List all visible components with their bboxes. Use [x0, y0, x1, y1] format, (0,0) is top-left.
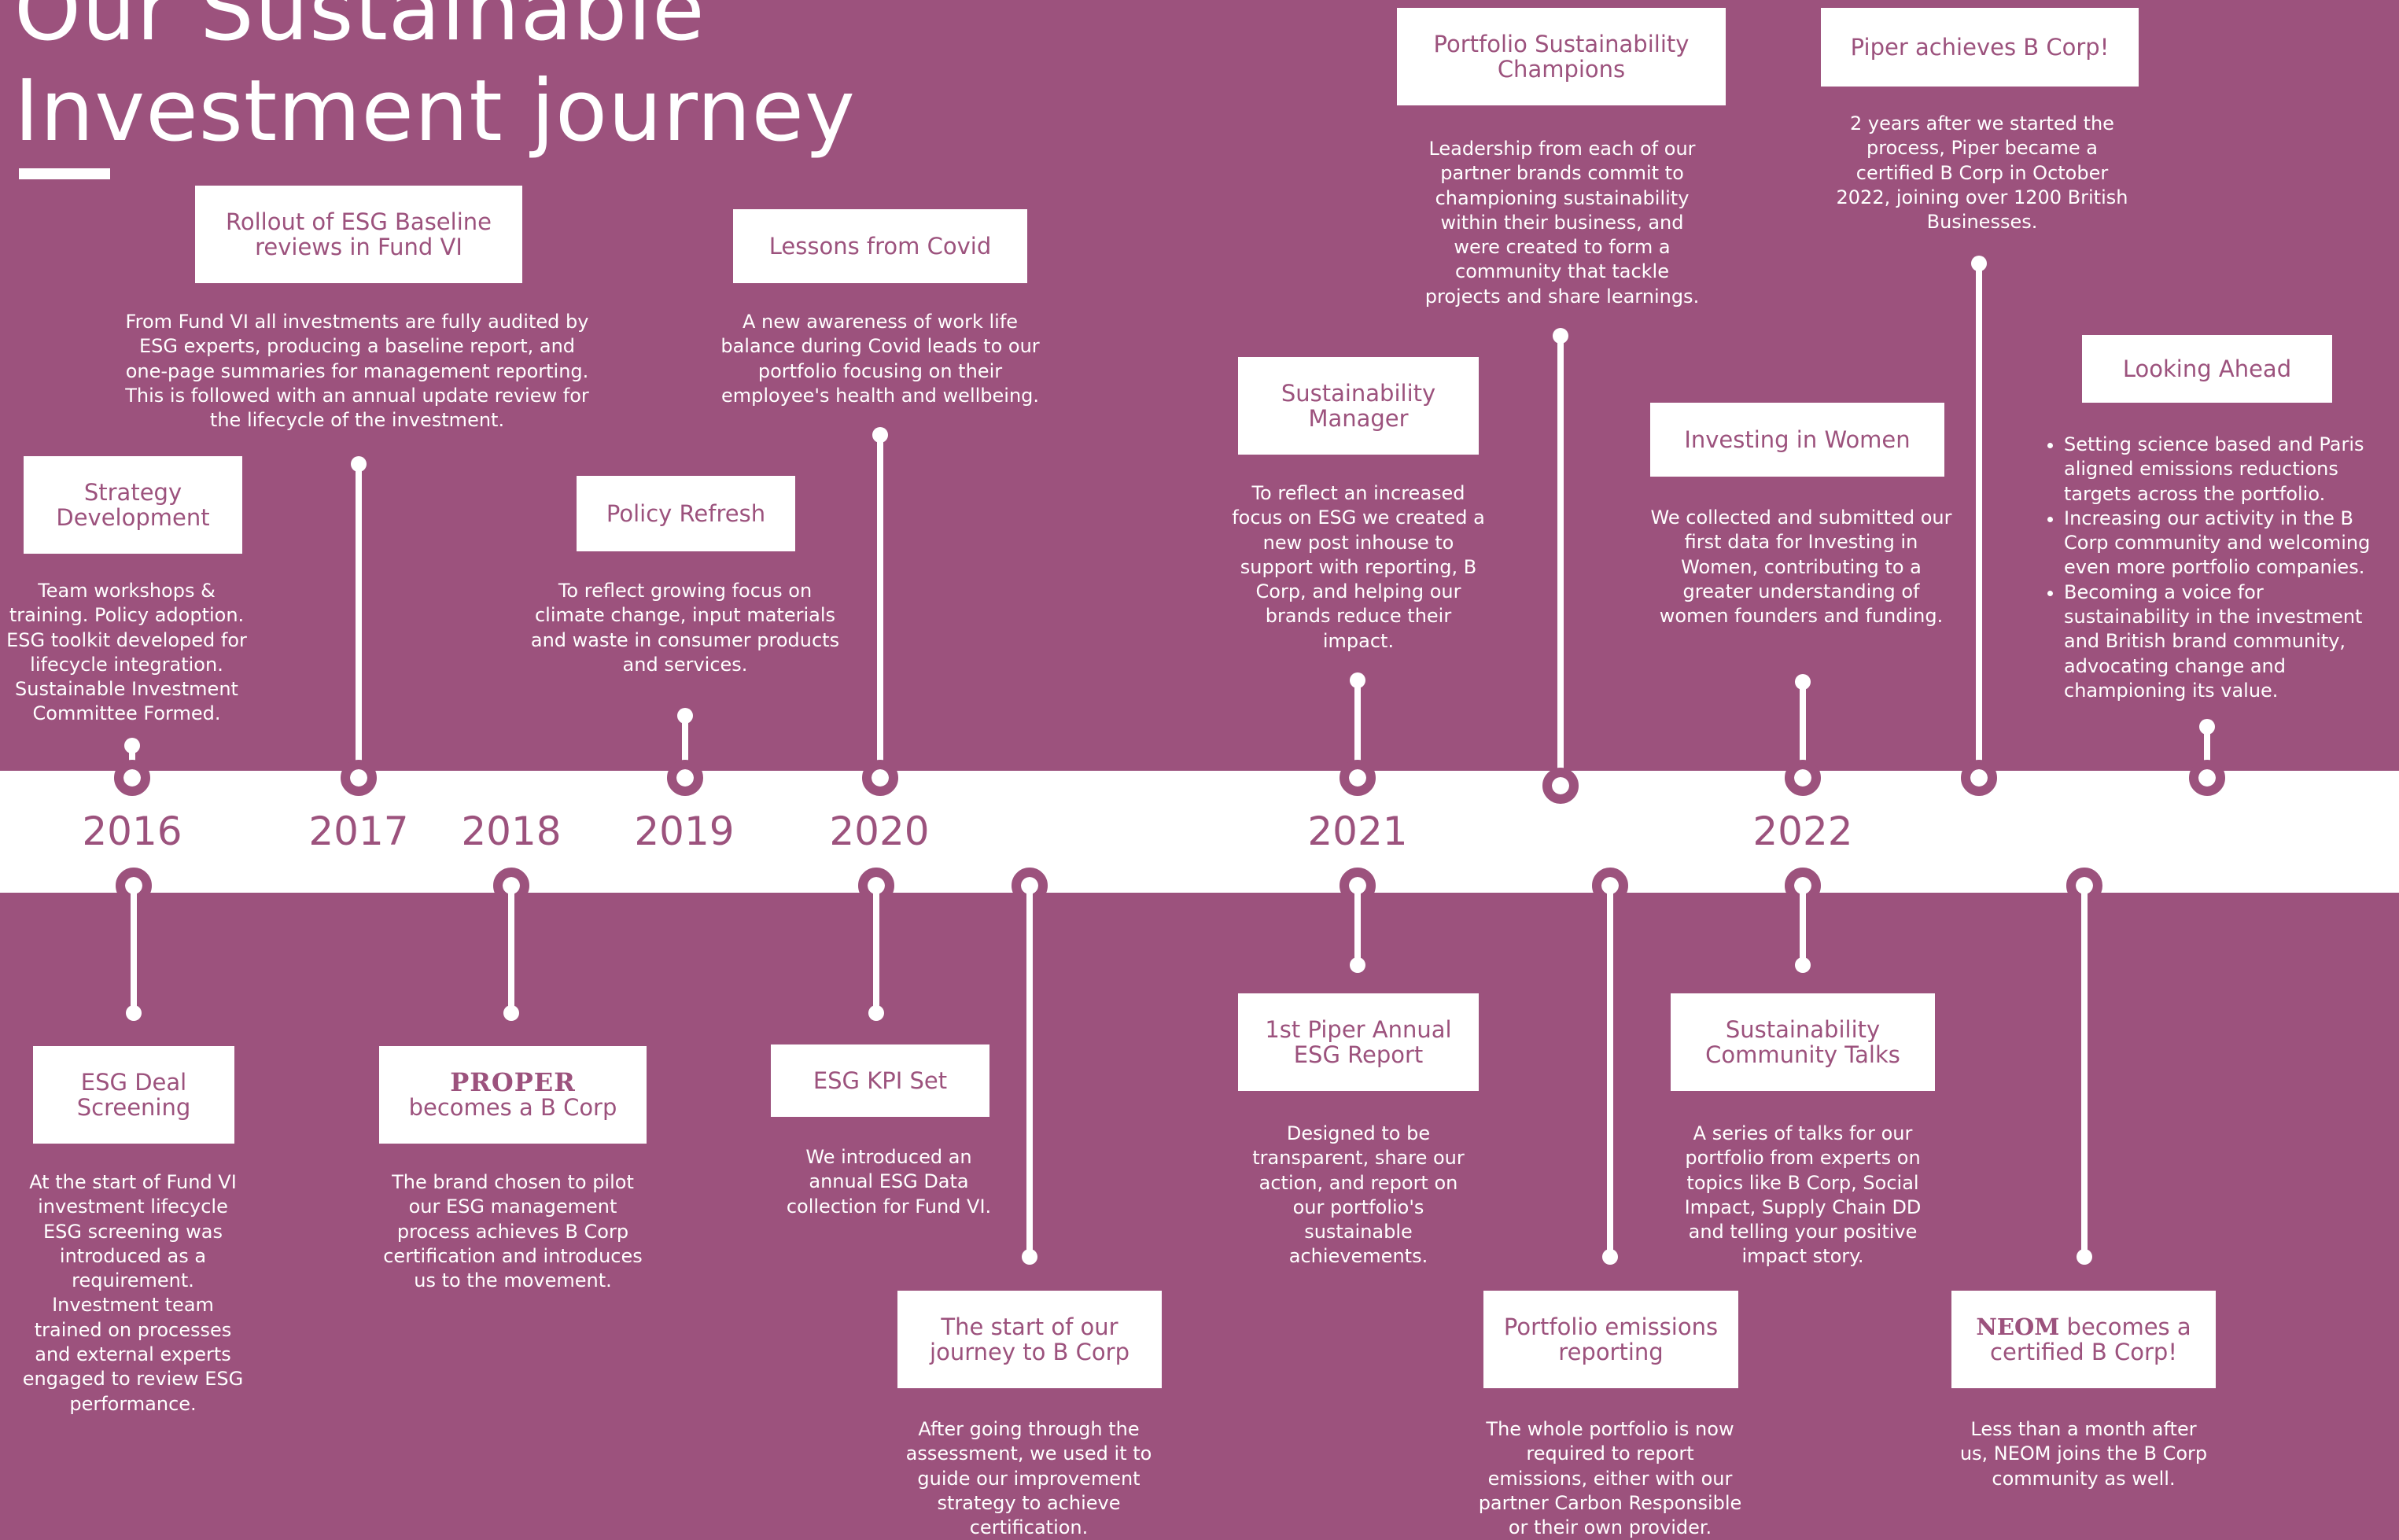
year-2018: 2018: [461, 809, 562, 854]
neom-title-text: becomes a certified B Corp!: [1990, 1313, 2191, 1365]
milestone-women-title: Investing in Women: [1650, 403, 1944, 477]
milestone-ahead-title: Looking Ahead: [2082, 335, 2332, 403]
connector-dot: [1350, 957, 1365, 973]
connector-stem: [1026, 886, 1033, 1257]
milestone-rollout-text: From Fund VI all investments are fully a…: [125, 311, 589, 432]
milestone-kpi-text: We introduced an annual ESG Data collect…: [786, 1146, 992, 1218]
milestone-ahead-text: Setting science based and Paris aligned …: [2028, 433, 2374, 703]
page-title: Our Sustainable Investment journey: [14, 0, 856, 162]
connector-stem: [1800, 886, 1806, 964]
milestone-covid-title: Lessons from Covid: [733, 209, 1027, 283]
timeline-node: [341, 760, 377, 796]
milestone-screening-text: At the start of Fund VI investment lifec…: [22, 1171, 244, 1415]
milestone-annual-report-title: 1st Piper Annual ESG Report: [1238, 993, 1479, 1091]
milestone-talks-text: A series of talks for our portfolio from…: [1684, 1122, 1922, 1268]
connector-stem: [356, 464, 362, 776]
timeline-node: [1961, 760, 1997, 796]
ahead-bullet: Increasing our activity in the B Corp co…: [2064, 507, 2374, 580]
connector-dot: [503, 1005, 519, 1021]
milestone-proper-text: The brand chosen to pilot our ESG manage…: [383, 1171, 643, 1292]
milestone-strategy-text: Team workshops & training. Policy adopti…: [6, 580, 247, 725]
connector-stem: [1354, 680, 1361, 776]
connector-dot: [1602, 1249, 1618, 1265]
connector-stem: [1800, 682, 1806, 776]
year-2021: 2021: [1307, 809, 1408, 854]
timeline-band: [0, 771, 2399, 893]
milestone-policy-title: Policy Refresh: [577, 476, 795, 551]
year-2020: 2020: [829, 809, 930, 854]
connector-stem: [682, 716, 688, 776]
milestone-screening-title: ESG Deal Screening: [33, 1046, 234, 1144]
milestone-emissions-title: Portfolio emissions reporting: [1483, 1291, 1738, 1388]
milestone-rollout-title: Rollout of ESG Baseline reviews in Fund …: [195, 186, 522, 283]
milestone-kpi-title: ESG KPI Set: [771, 1044, 989, 1117]
timeline-node: [493, 868, 529, 904]
connector-dot: [868, 1005, 884, 1021]
milestone-proper-title: PROPER becomes a B Corp: [379, 1046, 647, 1144]
connector-stem: [873, 886, 879, 1011]
milestone-manager-title: Sustainability Manager: [1238, 357, 1479, 455]
milestone-piper-bcorp-title: Piper achieves B Corp!: [1821, 8, 2139, 87]
connector-stem: [1976, 263, 1982, 776]
connector-stem: [131, 886, 137, 1011]
connector-stem: [2081, 886, 2088, 1257]
timeline-node: [1542, 768, 1579, 804]
milestone-manager-text: To reflect an increased focus on ESG we …: [1232, 482, 1485, 652]
year-2022: 2022: [1752, 809, 1853, 854]
title-line-2: Investment journey: [14, 62, 856, 160]
year-2016: 2016: [82, 809, 182, 854]
connector-stem: [1354, 886, 1361, 964]
timeline-node: [2189, 760, 2225, 796]
connector-stem: [1607, 886, 1613, 1257]
timeline-node: [862, 760, 898, 796]
timeline-node: [114, 760, 150, 796]
milestone-neom-title: NEOM becomes a certified B Corp!: [1951, 1291, 2216, 1388]
proper-title-text: becomes a B Corp: [408, 1094, 617, 1121]
milestone-women-text: We collected and submitted our first dat…: [1650, 507, 1952, 628]
milestone-policy-text: To reflect growing focus on climate chan…: [530, 580, 840, 676]
milestone-champions-text: Leadership from each of our partner bran…: [1424, 138, 1700, 308]
year-2019: 2019: [634, 809, 735, 854]
milestone-emissions-text: The whole portfolio is now required to r…: [1478, 1418, 1742, 1539]
connector-dot: [1795, 957, 1811, 973]
milestone-start-bcorp-text: After going through the assessment, we u…: [905, 1418, 1152, 1539]
milestone-talks-title: Sustainability Community Talks: [1671, 993, 1935, 1091]
ahead-bullet: Becoming a voice for sustainability in t…: [2064, 580, 2374, 703]
connector-dot: [126, 1005, 142, 1021]
connector-dot: [1022, 1249, 1037, 1265]
milestone-champions-title: Portfolio Sustainability Champions: [1397, 8, 1726, 105]
milestone-annual-report-text: Designed to be transparent, share our ac…: [1252, 1122, 1465, 1268]
neom-logo: NEOM: [1976, 1313, 2060, 1340]
milestone-neom-text: Less than a month after us, NEOM joins t…: [1959, 1418, 2208, 1490]
title-line-1: Our Sustainable: [14, 0, 706, 60]
milestone-strategy-title: Strategy Development: [24, 456, 242, 554]
connector-stem: [1557, 336, 1564, 783]
proper-logo: PROPER: [450, 1067, 576, 1097]
connector-dot: [2077, 1249, 2092, 1265]
timeline-node: [667, 760, 703, 796]
title-underline: [19, 168, 110, 179]
milestone-covid-text: A new awareness of work life balance dur…: [720, 311, 1040, 407]
connector-stem: [2204, 727, 2210, 776]
ahead-bullet: Setting science based and Paris aligned …: [2064, 433, 2374, 507]
timeline-node: [1340, 760, 1376, 796]
connector-stem: [508, 886, 514, 1011]
year-2017: 2017: [308, 809, 409, 854]
timeline-node: [1785, 760, 1821, 796]
milestone-start-bcorp-title: The start of our journey to B Corp: [897, 1291, 1162, 1388]
milestone-piper-bcorp-text: 2 years after we started the process, Pi…: [1836, 112, 2128, 234]
connector-stem: [877, 435, 883, 776]
